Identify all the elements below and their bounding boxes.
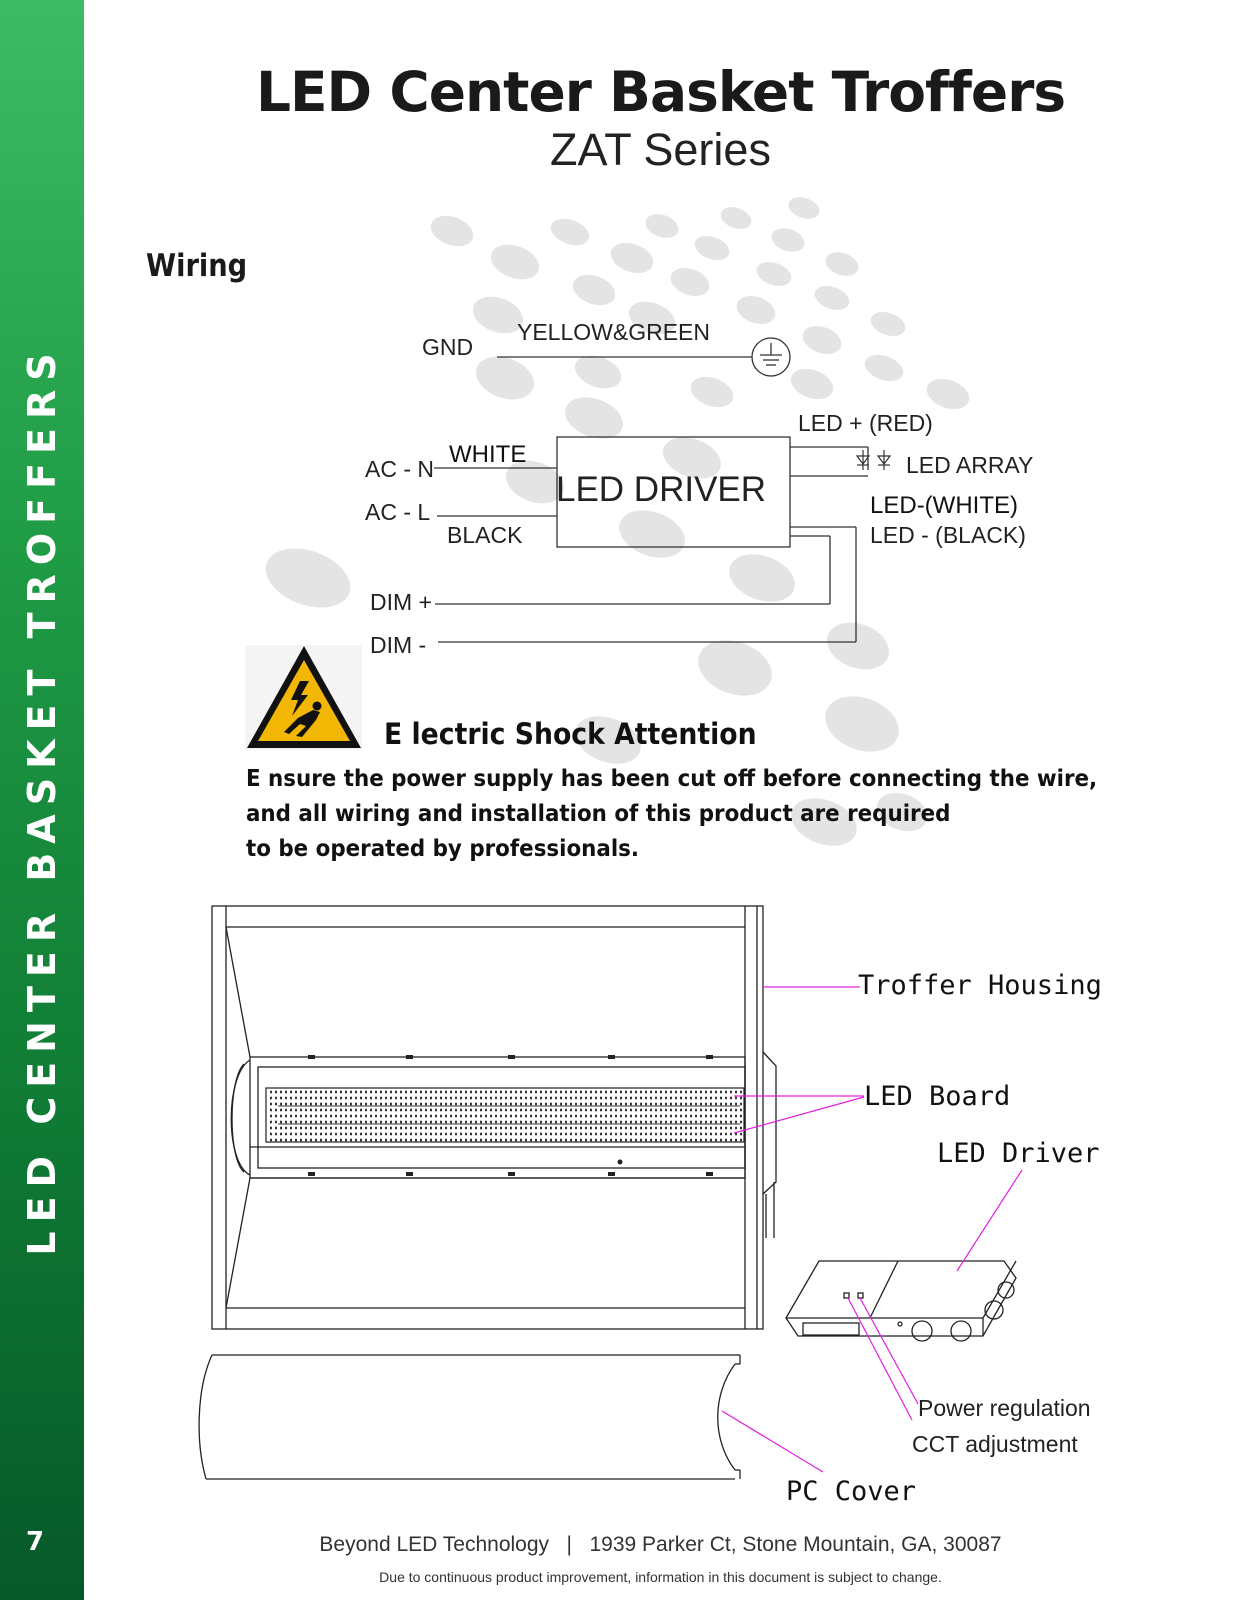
leader-lines: [721, 986, 1023, 1473]
ac-n-label: AC - N: [365, 456, 434, 482]
led-driver-label: LED DRIVER: [556, 470, 767, 509]
led-array-diode-icon: [855, 450, 892, 470]
power-regulation-label: Power regulation: [918, 1395, 1091, 1421]
footer-company-address: Beyond LED Technology | 1939 Parker Ct, …: [319, 1533, 1002, 1556]
troffer-housing-label: Troffer Housing: [858, 970, 1102, 1001]
electric-shock-warning-icon: [245, 645, 362, 750]
led-board-drawing: [265, 1087, 745, 1143]
led-array-label: LED ARRAY: [906, 452, 1034, 478]
pc-cover-drawing: [198, 1354, 741, 1480]
warning-line: to be operated by professionals.: [246, 836, 640, 862]
page-title: LED Center Basket Troffers: [255, 60, 1066, 124]
dim-plus-label: DIM +: [370, 589, 432, 615]
black-wire-label: BLACK: [447, 522, 523, 548]
cct-adjustment-label: CCT adjustment: [912, 1431, 1078, 1457]
yellow-green-label: YELLOW&GREEN: [517, 319, 710, 345]
warning-line: and all wiring and installation of this …: [246, 801, 951, 827]
led-driver-box-drawing: [785, 1260, 1017, 1342]
led-plus-label: LED + (RED): [798, 410, 933, 436]
led-board-label: LED Board: [864, 1081, 1011, 1112]
housing-clips: [308, 1055, 713, 1176]
gnd-label: GND: [422, 334, 474, 360]
led-minus-white-label: LED-(WHITE): [870, 492, 1018, 519]
footer-disclaimer: Due to continuous product improvement, i…: [379, 1569, 942, 1585]
page-number: 7: [26, 1527, 45, 1557]
led-minus-black-label: LED - (BLACK): [870, 522, 1026, 548]
troffer-housing-drawing: [211, 905, 777, 1330]
warning-title: E lectric Shock Attention: [384, 717, 757, 751]
watermark-dots: [265, 197, 970, 846]
page-subtitle: ZAT Series: [550, 124, 771, 175]
section-heading: Wiring: [146, 248, 248, 284]
led-driver-part-label: LED Driver: [937, 1138, 1100, 1169]
white-wire-label: WHITE: [449, 441, 527, 468]
wiring-lines: [434, 356, 869, 643]
sidebar: LED CENTER BASKET TROFFERS 7: [0, 0, 84, 1600]
pc-cover-label: PC Cover: [786, 1476, 917, 1507]
warning-line: E nsure the power supply has been cut of…: [246, 766, 1098, 792]
ground-symbol-icon: [751, 337, 791, 377]
dim-minus-label: DIM -: [370, 632, 427, 658]
ac-l-label: AC - L: [365, 499, 431, 525]
warning-text: E nsure the power supply has been cut of…: [246, 762, 1097, 867]
